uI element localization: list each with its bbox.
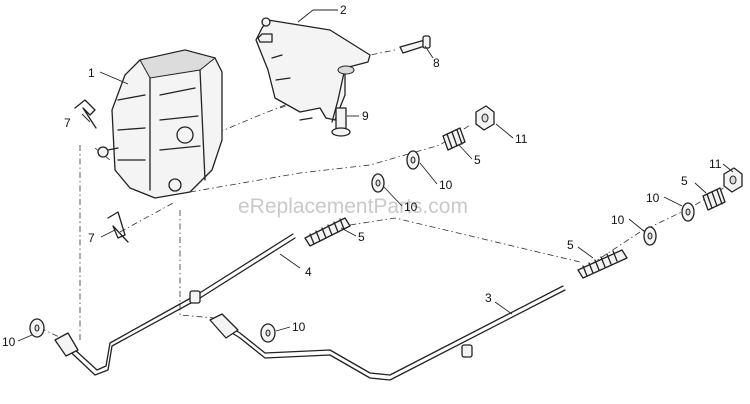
callout-10f: 10 [292,320,306,334]
callout-1: 1 [88,66,95,80]
part-5-spring-right [702,187,726,211]
callout-11a: 11 [515,132,528,146]
part-9-bolt [331,107,351,137]
callout-10d: 10 [646,191,660,205]
callout-5b: 5 [358,230,365,244]
part-3-rod [209,285,566,381]
callouts: 1 2 3 4 5 5 5 5 7 7 8 9 10 10 10 10 10 1… [2,3,722,349]
washer-1 [406,150,420,170]
callout-4: 4 [305,265,312,279]
part-5-spring-middle [304,217,351,247]
leader-lines [17,9,734,342]
part-5-spring-top [442,127,466,151]
callout-11b: 11 [709,157,722,171]
callout-5c: 5 [567,238,574,252]
watermark: eReplacementParts.com [238,195,468,218]
callout-10c: 10 [611,213,625,227]
nut-2 [723,167,743,193]
callout-8: 8 [433,56,440,70]
callout-10e: 10 [2,335,16,349]
part-5-spring-bottom [577,249,628,279]
part-1-pump [97,49,223,199]
part-10-washers [29,150,695,343]
callout-5d: 5 [681,174,688,188]
washer-3 [643,226,657,246]
part-7-hairpin-bottom [107,211,129,243]
nut-1 [475,105,495,131]
washer-2 [371,173,385,193]
callout-7a: 7 [64,116,71,130]
washer-5 [29,318,45,338]
washer-6 [260,323,276,343]
callout-5a: 5 [474,153,481,167]
washer-4 [681,202,695,222]
part-4-rod [54,233,296,376]
callout-7b: 7 [88,231,95,245]
callout-9: 9 [362,109,369,123]
callout-10a: 10 [439,178,453,192]
part-2-bracket [255,17,371,123]
callout-3: 3 [485,291,492,305]
part-7-hairpin-top [74,99,97,129]
part-8-bolt [399,35,431,54]
callout-10b: 10 [404,200,418,214]
part-11-nuts [475,105,743,193]
callout-2: 2 [340,3,347,17]
